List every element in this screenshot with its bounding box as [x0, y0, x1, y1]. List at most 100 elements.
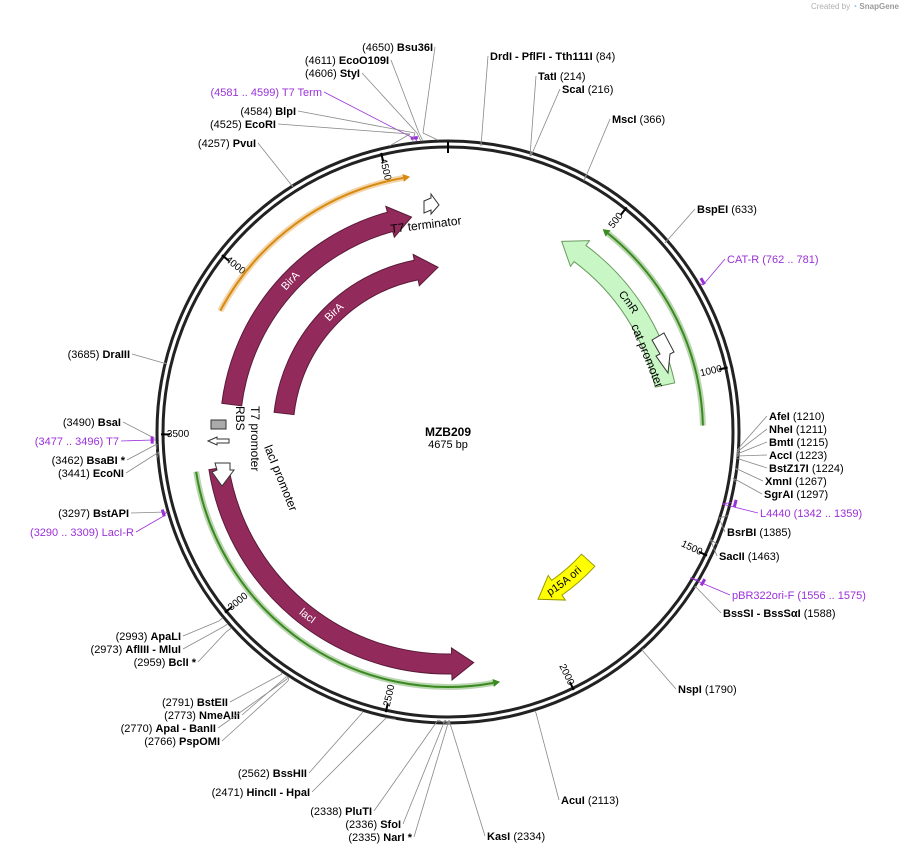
- scale-tick: [221, 254, 230, 262]
- site-name: BsrBI: [727, 527, 756, 539]
- site-position: (1297): [796, 489, 828, 501]
- site-leader: [287, 676, 290, 682]
- site-name: NarI *: [383, 832, 412, 844]
- site-position: (2562): [238, 768, 270, 780]
- primer-mark: [732, 499, 738, 508]
- site-leader: [664, 208, 696, 244]
- scale-tick: [698, 550, 708, 557]
- site-leader: [277, 123, 411, 135]
- site-position: (1385): [759, 527, 791, 539]
- site-leader: [218, 617, 224, 622]
- site-leader: [641, 648, 645, 651]
- site-label: AcuI (2113): [561, 795, 619, 807]
- credit: Created by ◔ SnapGene: [810, 2, 899, 11]
- site-leader: [411, 132, 416, 143]
- site-label: CAT-R (762 .. 781): [727, 254, 819, 266]
- site-label: (2791) BstEII: [162, 697, 228, 709]
- site-leader: [156, 451, 160, 458]
- site-leader: [125, 451, 160, 474]
- site-position: (3297): [58, 508, 90, 520]
- site-leader: [182, 620, 220, 637]
- site-label: BmtI (1215): [769, 437, 828, 449]
- site-name: EcoNI: [93, 468, 124, 480]
- site-leader: [286, 675, 289, 680]
- site-leader: [135, 516, 163, 533]
- scale-tick: [224, 606, 233, 614]
- site-leader: [641, 649, 677, 690]
- site-leader: [583, 118, 611, 182]
- site-leader: [529, 75, 537, 157]
- site-label: (4611) EcoO109I: [305, 55, 389, 67]
- site-position: (4650): [362, 42, 394, 54]
- site-name: EcoO109I: [339, 55, 389, 67]
- site-leader: [373, 719, 439, 812]
- site-position: (366): [640, 114, 666, 126]
- site-leader: [736, 428, 768, 453]
- site-name: PluTI: [345, 806, 372, 818]
- feature-label-path: [479, 508, 623, 620]
- bira-arc-head: [402, 173, 411, 182]
- site-position: (84): [596, 51, 616, 63]
- primer-mark: [160, 509, 166, 517]
- site-label: AccI (1223): [769, 450, 827, 462]
- site-leader: [257, 142, 294, 188]
- scale-tick-label: 3500: [167, 429, 190, 440]
- site-leader: [222, 623, 229, 628]
- site-leader: [390, 59, 420, 134]
- site-leader: [120, 439, 154, 442]
- site-leader: [122, 421, 155, 439]
- site-position: (1342 .. 1359): [794, 508, 863, 520]
- cmr-coverage-arc: [607, 232, 704, 426]
- site-name: NheI: [769, 424, 793, 436]
- site-label: (2973) AflIII - MluI: [91, 644, 181, 656]
- site-label: (2338) PluTI: [310, 806, 372, 818]
- site-leader: [308, 711, 364, 774]
- scale-tick-label: 2500: [382, 683, 398, 708]
- site-name: BlpI: [275, 106, 296, 118]
- site-name: ApaLI: [150, 631, 181, 643]
- site-position: (4611): [305, 55, 336, 67]
- site-leader: [197, 631, 227, 663]
- site-position: (2335): [348, 832, 380, 844]
- site-label: (2959) BclI *: [134, 657, 197, 669]
- site-name: XmnI: [765, 476, 792, 488]
- site-leader: [311, 717, 387, 793]
- bira-coverage-arc: [219, 176, 404, 312]
- cat-promoter-icon: [651, 332, 675, 375]
- scale-tick: [718, 366, 728, 371]
- plasmid-name: MZB209: [425, 425, 471, 439]
- site-position: (3441): [58, 468, 90, 480]
- site-name: Bsu36I: [397, 42, 433, 54]
- site-label: (2335) NarI *: [348, 832, 412, 844]
- site-leader: [221, 680, 289, 742]
- site-position: (2334): [513, 831, 545, 843]
- site-leader: [709, 538, 718, 545]
- site-leader: [422, 132, 439, 141]
- site-leader: [217, 678, 288, 729]
- site-position: (3685): [68, 349, 100, 361]
- scale-tick-label: 1000: [699, 363, 724, 379]
- site-position: (2993): [116, 631, 148, 643]
- site-label: (2562) BssHII: [238, 768, 307, 780]
- site-leader: [414, 139, 418, 143]
- small-feature-label: T7 promoter: [248, 406, 262, 471]
- site-leader: [689, 577, 731, 596]
- site-label: (3290 .. 3309) LacI-R: [30, 527, 134, 539]
- site-name: AcuI: [561, 795, 585, 807]
- site-label: BssSI - BssSαI (1588): [723, 608, 836, 620]
- site-name: BclI *: [168, 657, 196, 669]
- site-label: BspEI (633): [697, 204, 757, 216]
- small-feature-label: lacI promoter: [261, 443, 300, 513]
- site-label: KasI (2334): [487, 831, 545, 843]
- primer-mark: [699, 277, 706, 286]
- site-leader: [721, 503, 759, 514]
- site-position: (2471): [212, 787, 244, 799]
- site-leader: [241, 676, 287, 716]
- site-name: NmeAIII: [199, 710, 240, 722]
- site-name: AflIII - MluI: [125, 644, 181, 656]
- site-name: AfeI: [769, 411, 790, 423]
- site-leader: [361, 72, 418, 134]
- site-leader: [535, 712, 560, 801]
- site-position: (2338): [310, 806, 342, 818]
